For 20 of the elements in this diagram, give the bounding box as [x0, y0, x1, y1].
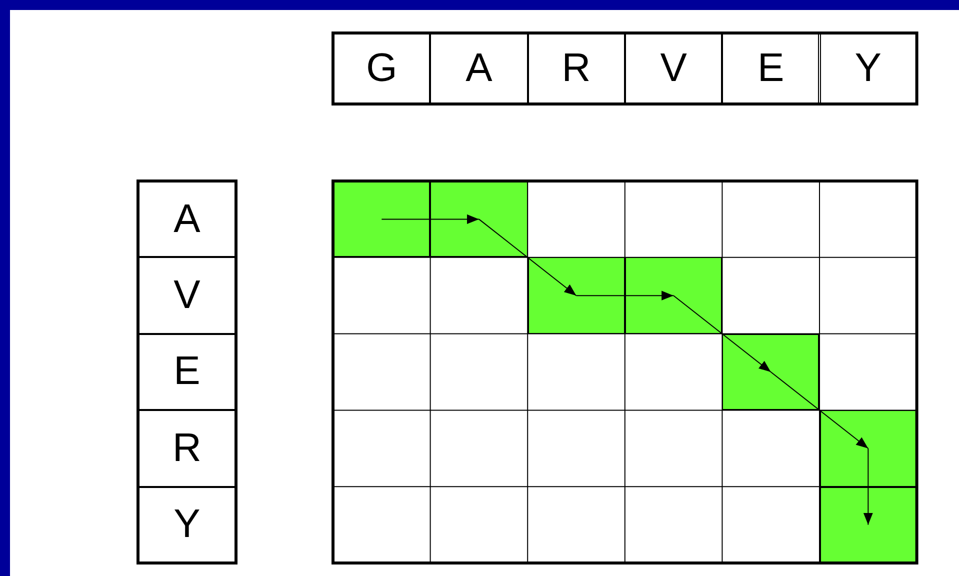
highlighted-cell: [333, 181, 430, 258]
highlighted-cell: [722, 334, 820, 410]
arrow: [673, 295, 772, 372]
highlighted-cell: [820, 486, 917, 563]
arrow: [770, 372, 869, 449]
letter-cell: V: [138, 257, 236, 334]
letter-cell: E: [138, 334, 236, 410]
letter-cell: R: [138, 410, 236, 487]
arrow: [576, 290, 674, 300]
highlighted-cell: [528, 257, 625, 334]
highlighted-cell: [624, 257, 722, 334]
arrow: [478, 218, 577, 296]
letter-cell: V: [624, 33, 722, 104]
letter-cell: A: [430, 33, 528, 104]
highlighted-cell: [820, 410, 917, 487]
highlighted-cell: [430, 181, 528, 258]
arrow: [863, 448, 873, 526]
letter-cell: E: [722, 33, 820, 104]
letter-cell: R: [528, 33, 625, 104]
arrow: [381, 214, 480, 224]
